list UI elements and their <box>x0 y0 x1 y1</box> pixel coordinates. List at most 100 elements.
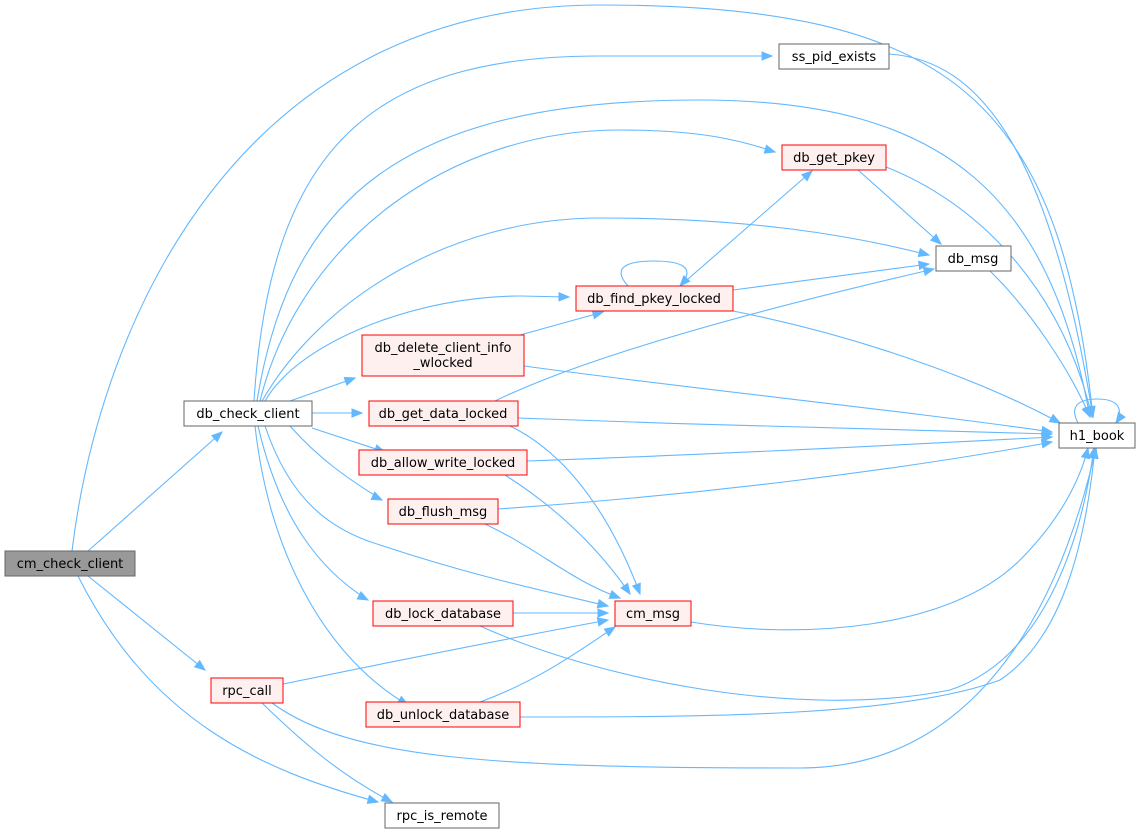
node-box <box>372 600 514 627</box>
edge-line <box>509 425 641 595</box>
node-db-unlock-database[interactable]: db_unlock_database <box>365 701 521 728</box>
edge-db-get-data-locked-to-db-msg <box>494 266 936 402</box>
edge-arrowhead <box>591 310 605 320</box>
node-label: db_check_client <box>196 407 299 422</box>
edge-db-check-client-to-ss-pid-exists <box>253 51 774 402</box>
edge-db-get-pkey-to-h1-book <box>885 166 1094 419</box>
node-label-line-2: _wlocked <box>412 356 472 371</box>
edge-line <box>989 270 1091 418</box>
edge-arrowhead <box>620 582 631 596</box>
node-box <box>935 245 1012 272</box>
node-label: db_flush_msg <box>399 505 488 520</box>
edge-db-delete-client-info-wlocked-to-db-find-pkey-locked <box>519 310 605 336</box>
edge-db-lock-database-to-cm-msg <box>513 608 610 618</box>
node-db-get-data-locked[interactable]: db_get_data_locked <box>368 400 519 427</box>
node-box <box>358 449 528 476</box>
edge-db-find-pkey-locked-to-db-find-pkey-locked <box>620 260 691 287</box>
edge-db-msg-to-h1-book <box>989 270 1091 419</box>
edge-arrowhead <box>380 792 394 803</box>
edge-arrowhead <box>211 431 224 443</box>
node-rpc-is-remote[interactable]: rpc_is_remote <box>384 802 500 829</box>
edge-line <box>857 169 942 245</box>
edge-line <box>888 53 1094 418</box>
edge-db-get-pkey-to-db-msg <box>857 169 943 245</box>
edge-db-delete-client-info-wlocked-to-h1-book <box>523 365 1054 436</box>
node-db-lock-database[interactable]: db_lock_database <box>372 600 514 627</box>
edge-line <box>87 431 223 552</box>
edge-arrowhead <box>366 794 380 804</box>
edge-line <box>523 365 1053 433</box>
edge-db-unlock-database-to-h1-book <box>519 446 1099 718</box>
edge-line <box>271 447 1097 769</box>
node-box <box>387 498 499 525</box>
edge-db-check-client-to-db-allow-write-locked <box>311 427 387 454</box>
edge-line <box>261 217 930 402</box>
edge-cm-check-client-to-db-check-client <box>87 431 224 552</box>
edge-line <box>264 425 609 607</box>
node-label: rpc_call <box>222 684 272 699</box>
edge-line <box>264 295 570 402</box>
edge-line <box>479 447 1095 701</box>
edge-arrowhead <box>370 491 384 501</box>
node-cm-check-client[interactable]: cm_check_client <box>4 550 136 577</box>
edge-rpc-call-to-cm-msg <box>282 617 610 685</box>
edge-line <box>519 447 1096 718</box>
node-db-find-pkey-locked[interactable]: db_find_pkey_locked <box>575 285 734 312</box>
edge-line <box>253 55 772 402</box>
edge-arrowhead <box>1089 446 1099 460</box>
node-box <box>210 677 284 704</box>
edge-arrowhead <box>930 233 943 245</box>
node-box <box>183 400 313 427</box>
edge-arrowhead <box>1040 439 1054 449</box>
edge-arrowhead <box>1041 432 1054 443</box>
edge-line <box>732 263 930 291</box>
node-db-flush-msg[interactable]: db_flush_msg <box>387 498 499 525</box>
edge-cm-check-client-to-h1-book <box>71 4 1095 552</box>
edge-line <box>517 417 1053 435</box>
edge-arrowhead <box>343 377 357 386</box>
node-label-line-1: db_delete_client_info <box>374 341 511 356</box>
node-label: cm_check_client <box>17 557 124 572</box>
edge-line <box>679 170 813 287</box>
edge-db-find-pkey-locked-to-h1-book <box>732 310 1062 424</box>
node-db-delete-client-info-wlocked[interactable]: db_delete_client_info _wlocked <box>361 334 525 377</box>
edge-line <box>259 129 776 402</box>
edge-line <box>479 626 616 703</box>
node-db-allow-write-locked[interactable]: db_allow_write_locked <box>358 449 528 476</box>
node-db-get-pkey[interactable]: db_get_pkey <box>781 144 887 171</box>
node-label: db_lock_database <box>385 607 501 622</box>
edge-db-get-data-locked-to-cm-msg <box>509 425 641 596</box>
node-ss-pid-exists[interactable]: ss_pid_exists <box>778 43 890 70</box>
node-rpc-call[interactable]: rpc_call <box>210 677 284 704</box>
node-label: rpc_is_remote <box>397 809 488 824</box>
node-label: db_find_pkey_locked <box>587 292 721 307</box>
edge-db-check-client-to-db-flush-msg <box>289 425 384 501</box>
node-label: db_msg <box>948 252 999 267</box>
node-label: db_unlock_database <box>377 708 510 723</box>
edge-line <box>257 425 369 601</box>
edges-layer <box>71 4 1126 804</box>
node-cm-msg[interactable]: cm_msg <box>614 600 692 627</box>
node-box <box>575 285 734 312</box>
edge-arrowhead <box>1048 413 1062 424</box>
edge-line <box>494 268 935 402</box>
edge-line <box>289 425 383 501</box>
edge-db-allow-write-locked-to-h1-book <box>526 432 1054 462</box>
node-label: db_get_pkey <box>793 151 875 166</box>
edge-line <box>690 447 1089 631</box>
edge-arrowhead <box>558 292 571 302</box>
node-box <box>614 600 692 627</box>
edge-cm-check-client-to-rpc-call <box>87 575 207 671</box>
node-h1-book[interactable]: h1_book <box>1058 422 1136 449</box>
edge-line <box>526 436 1053 462</box>
node-label: db_allow_write_locked <box>371 456 516 471</box>
node-box <box>4 550 136 577</box>
edge-line <box>519 311 604 336</box>
edge-line <box>732 310 1061 424</box>
edge-db-flush-msg-to-h1-book <box>497 439 1054 510</box>
edge-db-check-client-to-db-msg <box>261 217 931 402</box>
edge-line <box>282 619 609 685</box>
node-db-msg[interactable]: db_msg <box>935 245 1012 272</box>
node-db-check-client[interactable]: db_check_client <box>183 400 313 427</box>
edge-arrowhead <box>800 170 814 182</box>
